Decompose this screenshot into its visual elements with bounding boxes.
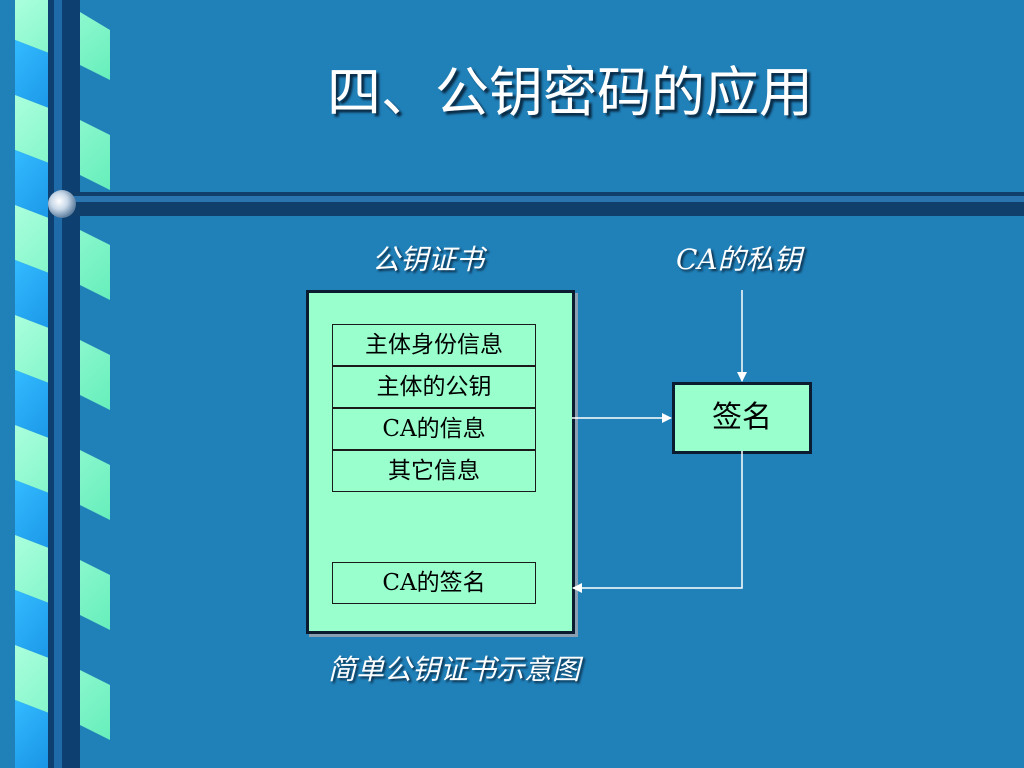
certificate-label: 公钥证书 — [372, 243, 485, 276]
diagram-caption: 简单公钥证书示意图 — [328, 653, 581, 686]
ca-signature-field: CA的签名 — [332, 562, 536, 604]
private-key-label: CA的私钥 — [676, 243, 802, 276]
rule-knob — [48, 190, 76, 218]
signature-return-arrow — [572, 451, 743, 593]
ribbon-shaft-highlight — [54, 0, 62, 768]
ribbon-decoration — [15, 0, 110, 768]
ca-info-field: CA的信息 — [332, 408, 536, 450]
subject-identity-field: 主体身份信息 — [332, 324, 536, 366]
ribbon-shaft — [48, 0, 80, 768]
slide-title: 四、公钥密码的应用 — [327, 61, 813, 124]
header-rule — [48, 190, 1024, 218]
subject-public-key-field: 主体的公钥 — [332, 366, 536, 408]
sign-box: 签名 — [672, 382, 812, 454]
other-info-field: 其它信息 — [332, 450, 536, 492]
